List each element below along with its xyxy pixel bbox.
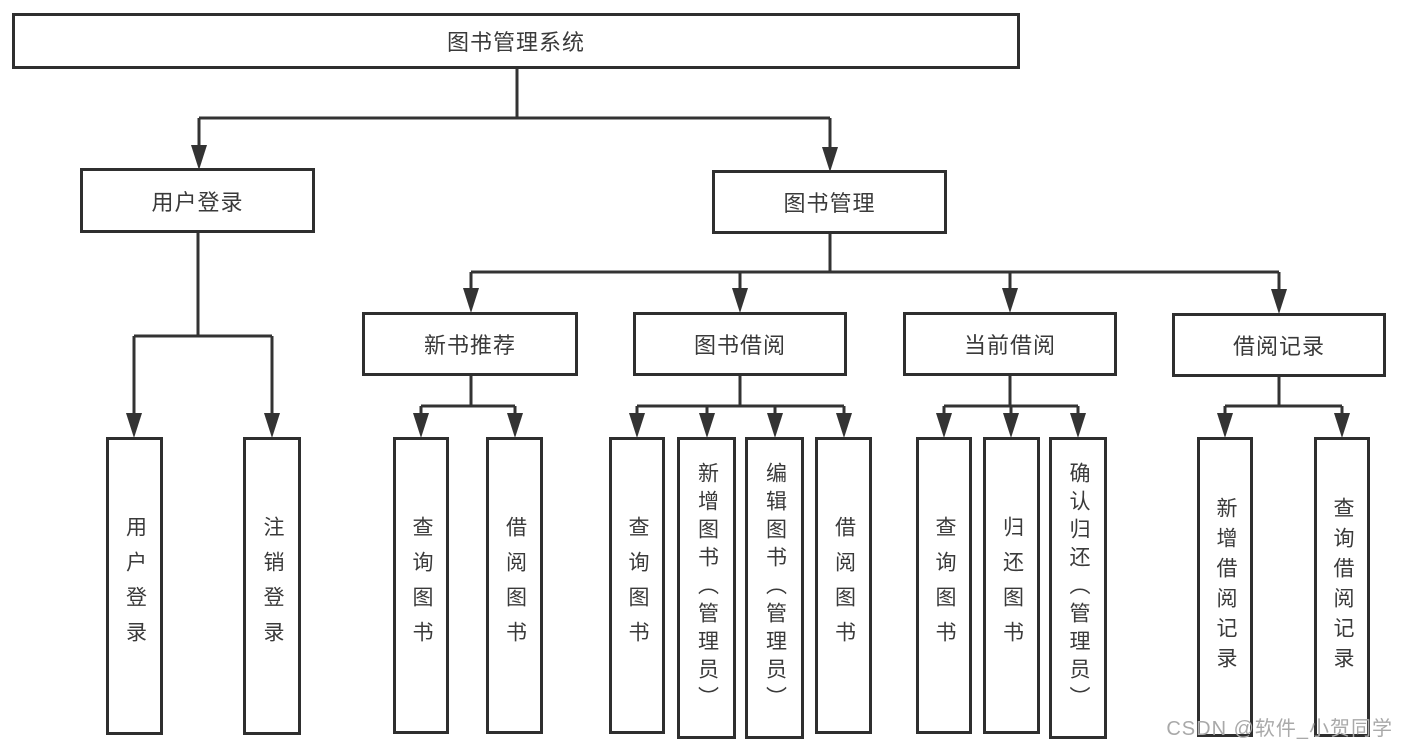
node-book-mgmt: 图书管理 <box>712 170 947 234</box>
arrow-down-icon <box>191 145 207 170</box>
arrow-down-icon <box>836 413 852 438</box>
arrow-down-icon <box>732 288 748 313</box>
arrow-down-icon <box>463 288 479 313</box>
node-new-book-rec: 新书推荐 <box>362 312 578 376</box>
node-borrow-records: 借阅记录 <box>1172 313 1386 377</box>
node-rec-borrow-books: 借阅图书 <box>486 437 543 734</box>
arrow-down-icon <box>1334 413 1350 438</box>
arrow-down-icon <box>264 413 280 438</box>
arrow-down-icon <box>413 413 429 438</box>
node-br-add-record: 新增借阅记录 <box>1197 437 1253 737</box>
node-logout: 注销登录 <box>243 437 301 735</box>
arrow-down-icon <box>629 413 645 438</box>
arrow-down-icon <box>1217 413 1233 438</box>
arrow-down-icon <box>936 413 952 438</box>
connector-book-borrow <box>629 376 852 438</box>
node-login: 用户登录 <box>106 437 163 735</box>
connector-book-mgmt <box>463 234 1287 314</box>
watermark: CSDN @软件_小贺同学 <box>1166 718 1393 740</box>
arrow-down-icon <box>767 413 783 438</box>
node-current-borrow: 当前借阅 <box>903 312 1117 376</box>
node-br-query-record: 查询借阅记录 <box>1314 437 1370 737</box>
node-bb-query-books: 查询图书 <box>609 437 665 734</box>
connector-new-book-rec <box>413 376 523 438</box>
connector-root <box>191 69 838 172</box>
arrow-down-icon <box>1002 288 1018 313</box>
arrow-down-icon <box>507 413 523 438</box>
node-cb-confirm-return: 确认归还（管理员） <box>1049 437 1107 739</box>
connector-current-borrow <box>936 376 1086 438</box>
node-book-borrow: 图书借阅 <box>633 312 847 376</box>
arrow-down-icon <box>1003 413 1019 438</box>
node-bb-borrow-books: 借阅图书 <box>815 437 872 734</box>
node-rec-query-books: 查询图书 <box>393 437 449 734</box>
node-bb-add-books: 新增图书（管理员） <box>677 437 736 739</box>
arrow-down-icon <box>699 413 715 438</box>
arrow-down-icon <box>1070 413 1086 438</box>
node-cb-return-books: 归还图书 <box>983 437 1040 734</box>
node-root: 图书管理系统 <box>12 13 1020 69</box>
arrow-down-icon <box>1271 289 1287 314</box>
arrow-down-icon <box>822 147 838 172</box>
node-user-login: 用户登录 <box>80 168 315 233</box>
node-bb-edit-books: 编辑图书（管理员） <box>745 437 804 739</box>
connector-borrow-records <box>1217 377 1350 438</box>
node-cb-query-books: 查询图书 <box>916 437 972 734</box>
connector-user-login <box>126 233 280 438</box>
arrow-down-icon <box>126 413 142 438</box>
